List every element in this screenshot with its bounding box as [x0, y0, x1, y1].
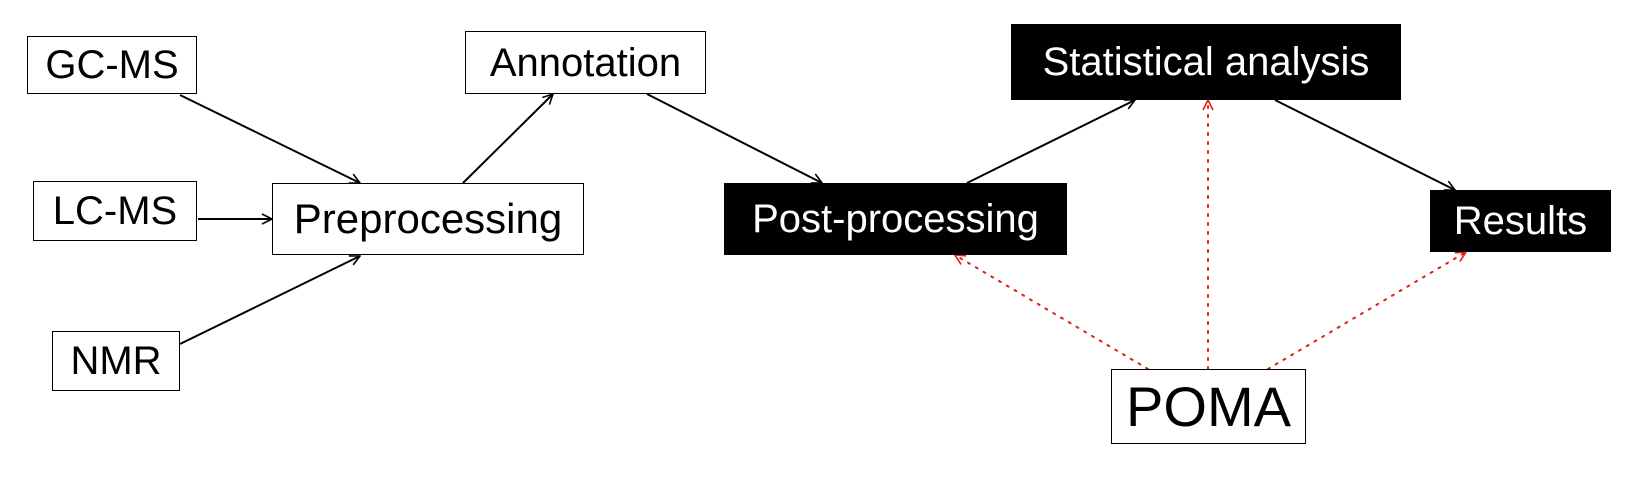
- node-gc-ms: GC-MS: [27, 36, 197, 94]
- edge-preprocessing-annotation: [462, 94, 553, 184]
- edge-poma-postprocessing: [955, 254, 1149, 370]
- node-poma: POMA: [1111, 369, 1306, 444]
- edge-annotation-postprocessing: [646, 93, 822, 184]
- node-annotation: Annotation: [465, 31, 706, 94]
- edge-poma-results: [1267, 251, 1466, 370]
- node-results: Results: [1430, 190, 1611, 252]
- edge-nmr-preprocessing: [179, 256, 360, 345]
- node-lc-ms: LC-MS: [33, 181, 197, 241]
- node-preprocessing: Preprocessing: [272, 183, 584, 255]
- node-post-processing: Post-processing: [724, 183, 1067, 255]
- edge-gcms-preprocessing: [179, 94, 360, 183]
- node-statistical-analysis: Statistical analysis: [1011, 24, 1401, 100]
- node-nmr: NMR: [52, 331, 180, 391]
- edge-postprocessing-statistical: [966, 99, 1135, 184]
- edge-statistical-results: [1274, 99, 1455, 191]
